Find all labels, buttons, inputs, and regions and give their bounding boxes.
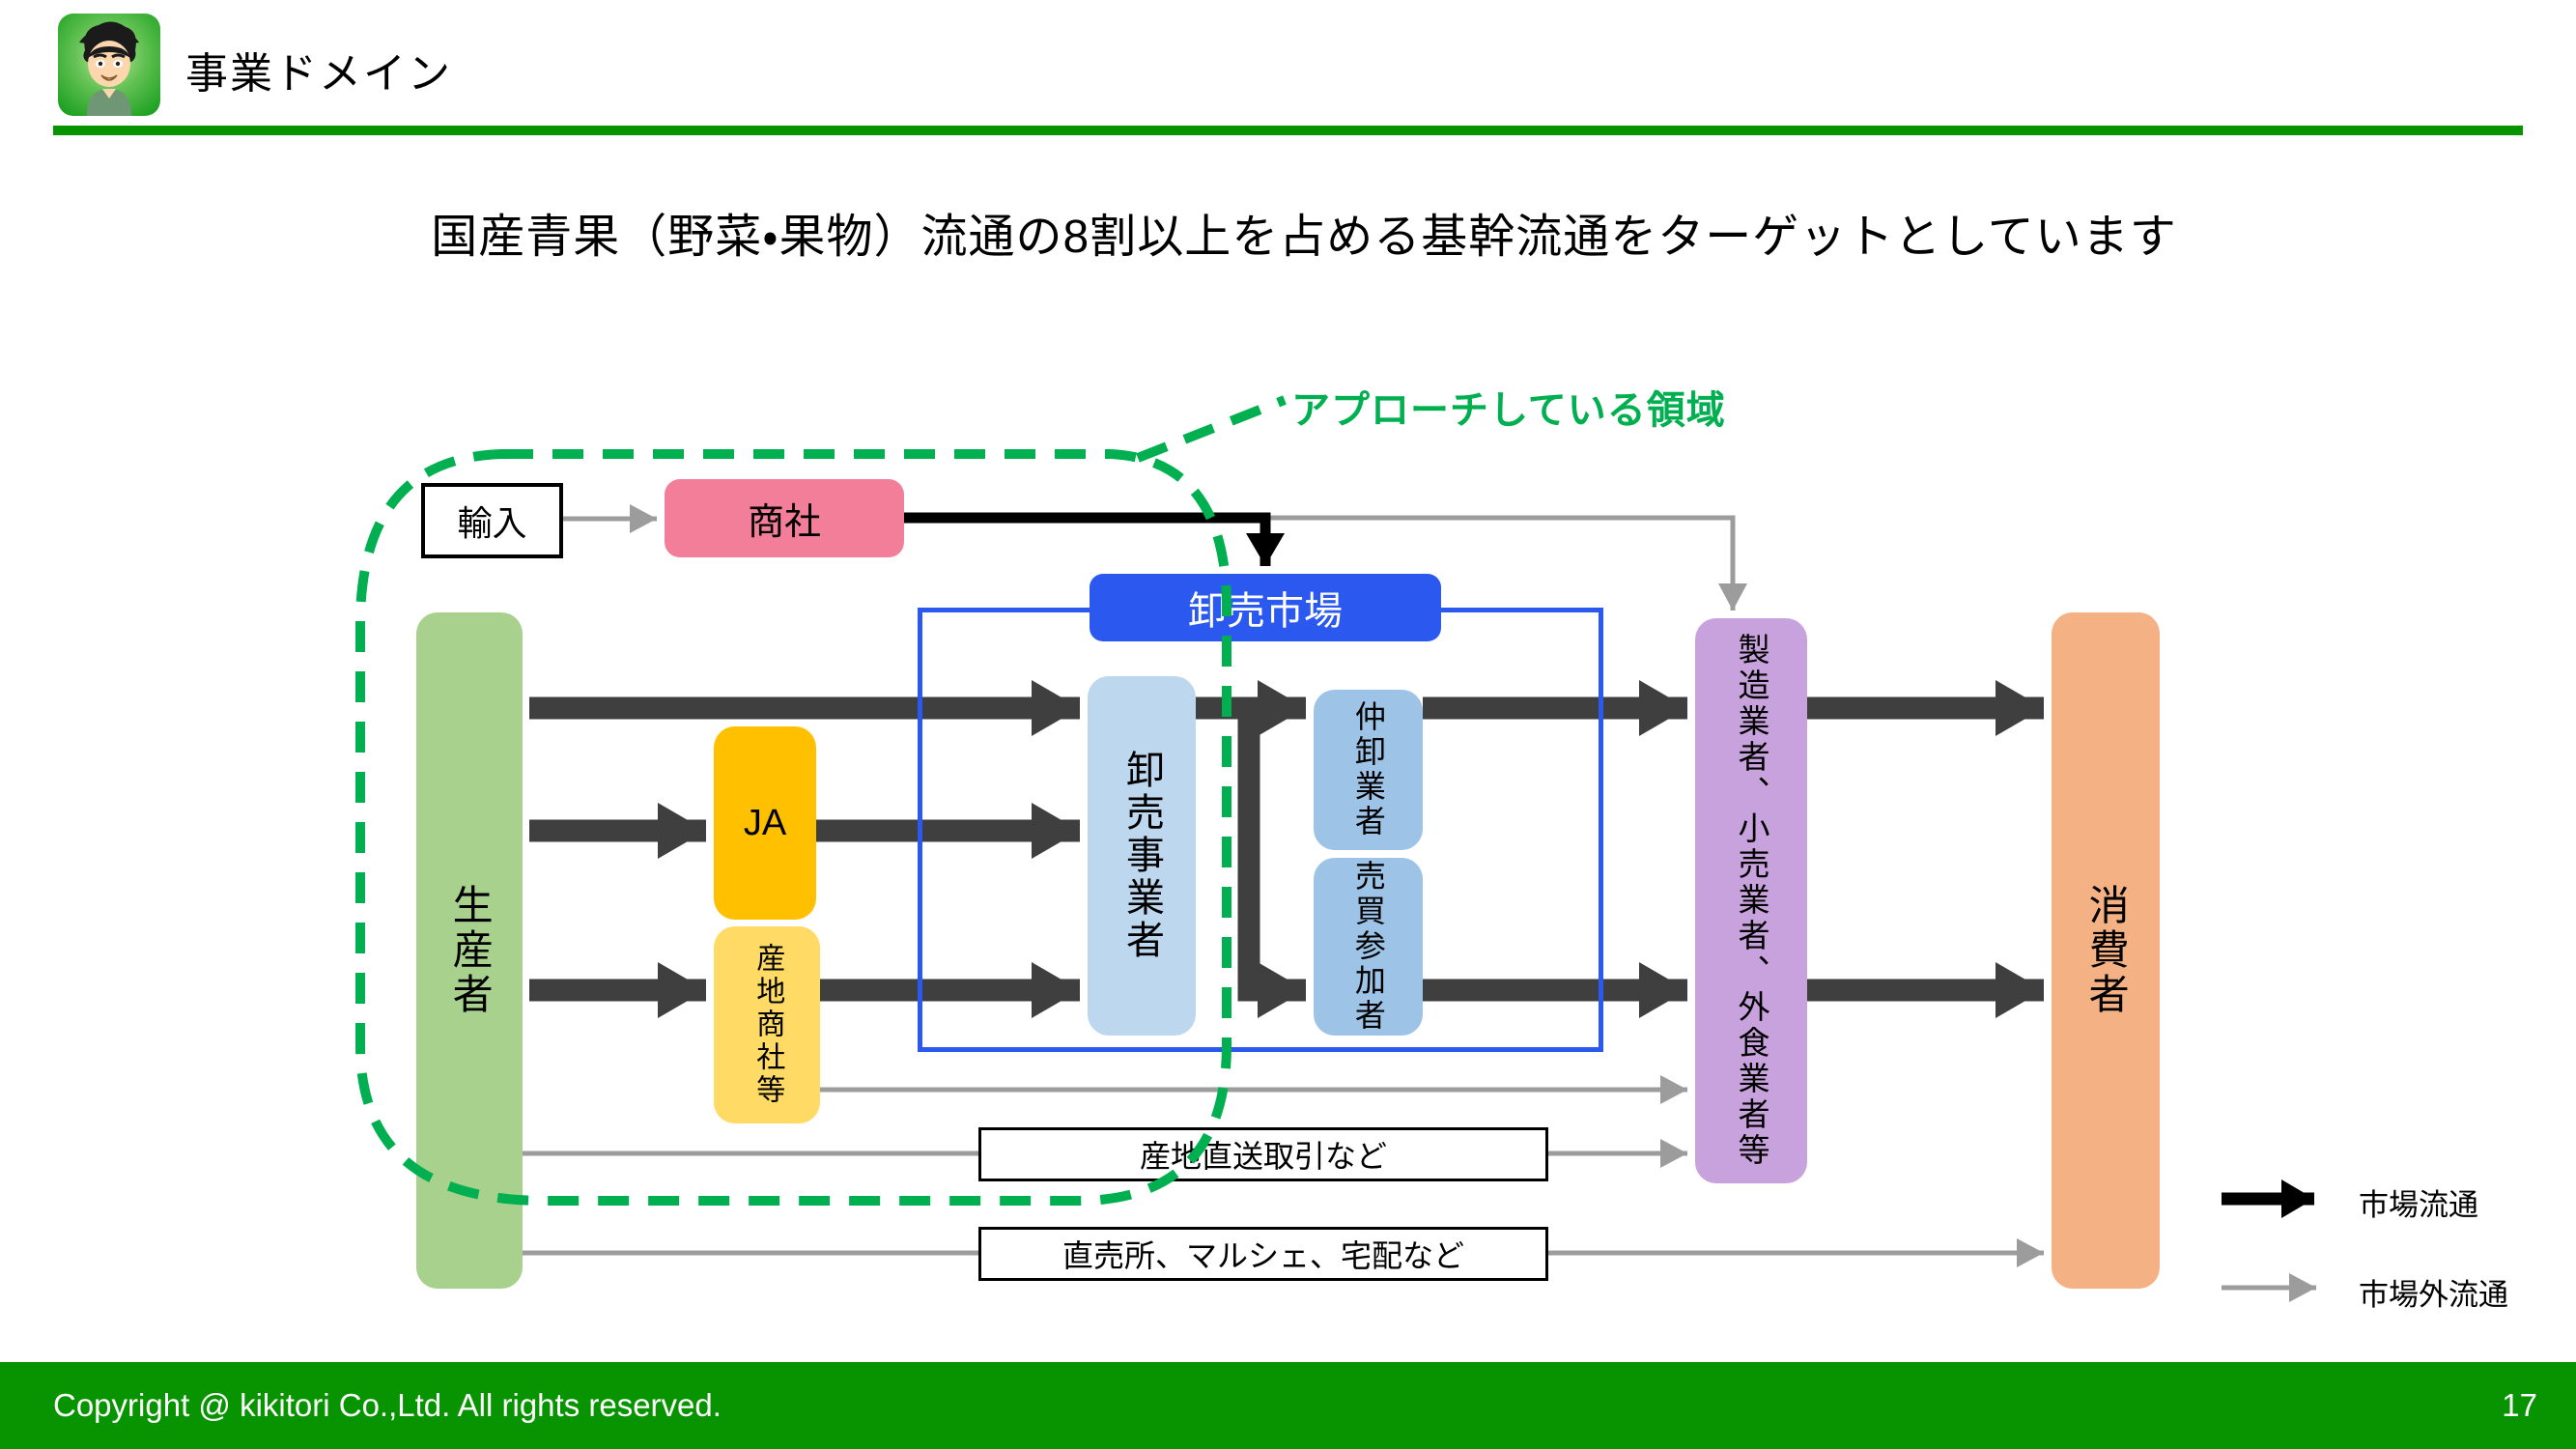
node-producer: 生産者	[416, 612, 523, 1289]
wholesale-market-boundary	[918, 608, 1603, 1052]
node-direct-from-source: 産地直送取引など	[978, 1127, 1548, 1181]
legend-market-flow-label: 市場流通	[2359, 1188, 2478, 1222]
node-direct-sales: 直売所、マルシェ、宅配など	[978, 1227, 1548, 1281]
node-regional-trading-company-label: 産地商社等	[751, 943, 784, 1107]
node-wholesale-market-label: 卸売市場	[1188, 590, 1343, 633]
node-direct-sales-label: 直売所、マルシェ、宅配など	[1062, 1238, 1464, 1273]
node-trading-participant: 売買参加者	[1314, 858, 1423, 1036]
slide-headline: 国産青果（野菜・果物）流通の8割以上を占める基幹流通をターゲットとしています	[431, 212, 2177, 263]
footer-page-number: 17	[2502, 1387, 2537, 1423]
header-divider	[53, 126, 2523, 135]
node-import: 輸入	[421, 483, 563, 558]
node-intermediate-wholesaler: 仲卸業者	[1314, 690, 1423, 850]
node-direct-from-source-label: 産地直送取引など	[1139, 1139, 1387, 1174]
node-wholesale-operator: 卸売事業者	[1088, 676, 1196, 1036]
approach-area-label: アプローチしている領域	[1291, 389, 1726, 432]
node-trading-company-label: 商社	[747, 502, 821, 543]
node-consumer: 消費者	[2052, 612, 2160, 1289]
node-regional-trading-company: 産地商社等	[714, 926, 820, 1123]
node-ja-label: JA	[743, 802, 787, 843]
node-manufacturer-retailer-foodservice-label: 製造業者、小売業者、外食業者等	[1733, 633, 1769, 1169]
node-import-label: 輸入	[457, 503, 527, 543]
node-manufacturer-retailer-foodservice: 製造業者、小売業者、外食業者等	[1695, 618, 1807, 1183]
node-producer-label: 生産者	[447, 884, 494, 1017]
page-title: 事業ドメイン	[185, 50, 452, 98]
node-intermediate-wholesaler-label: 仲卸業者	[1350, 700, 1386, 839]
legend-non-market-flow-label: 市場外流通	[2359, 1278, 2508, 1312]
node-wholesale-operator-label: 卸売事業者	[1120, 750, 1163, 962]
node-trading-participant-label: 売買参加者	[1350, 860, 1386, 1034]
footer-copyright: Copyright @ kikitori Co.,Ltd. All rights…	[53, 1387, 722, 1423]
node-consumer-label: 消費者	[2083, 884, 2130, 1017]
node-trading-company: 商社	[665, 479, 904, 557]
footer-bar: Copyright @ kikitori Co.,Ltd. All rights…	[0, 1362, 2576, 1449]
company-avatar-icon	[58, 14, 160, 116]
node-ja: JA	[714, 726, 816, 920]
node-wholesale-market: 卸売市場	[1090, 574, 1441, 641]
